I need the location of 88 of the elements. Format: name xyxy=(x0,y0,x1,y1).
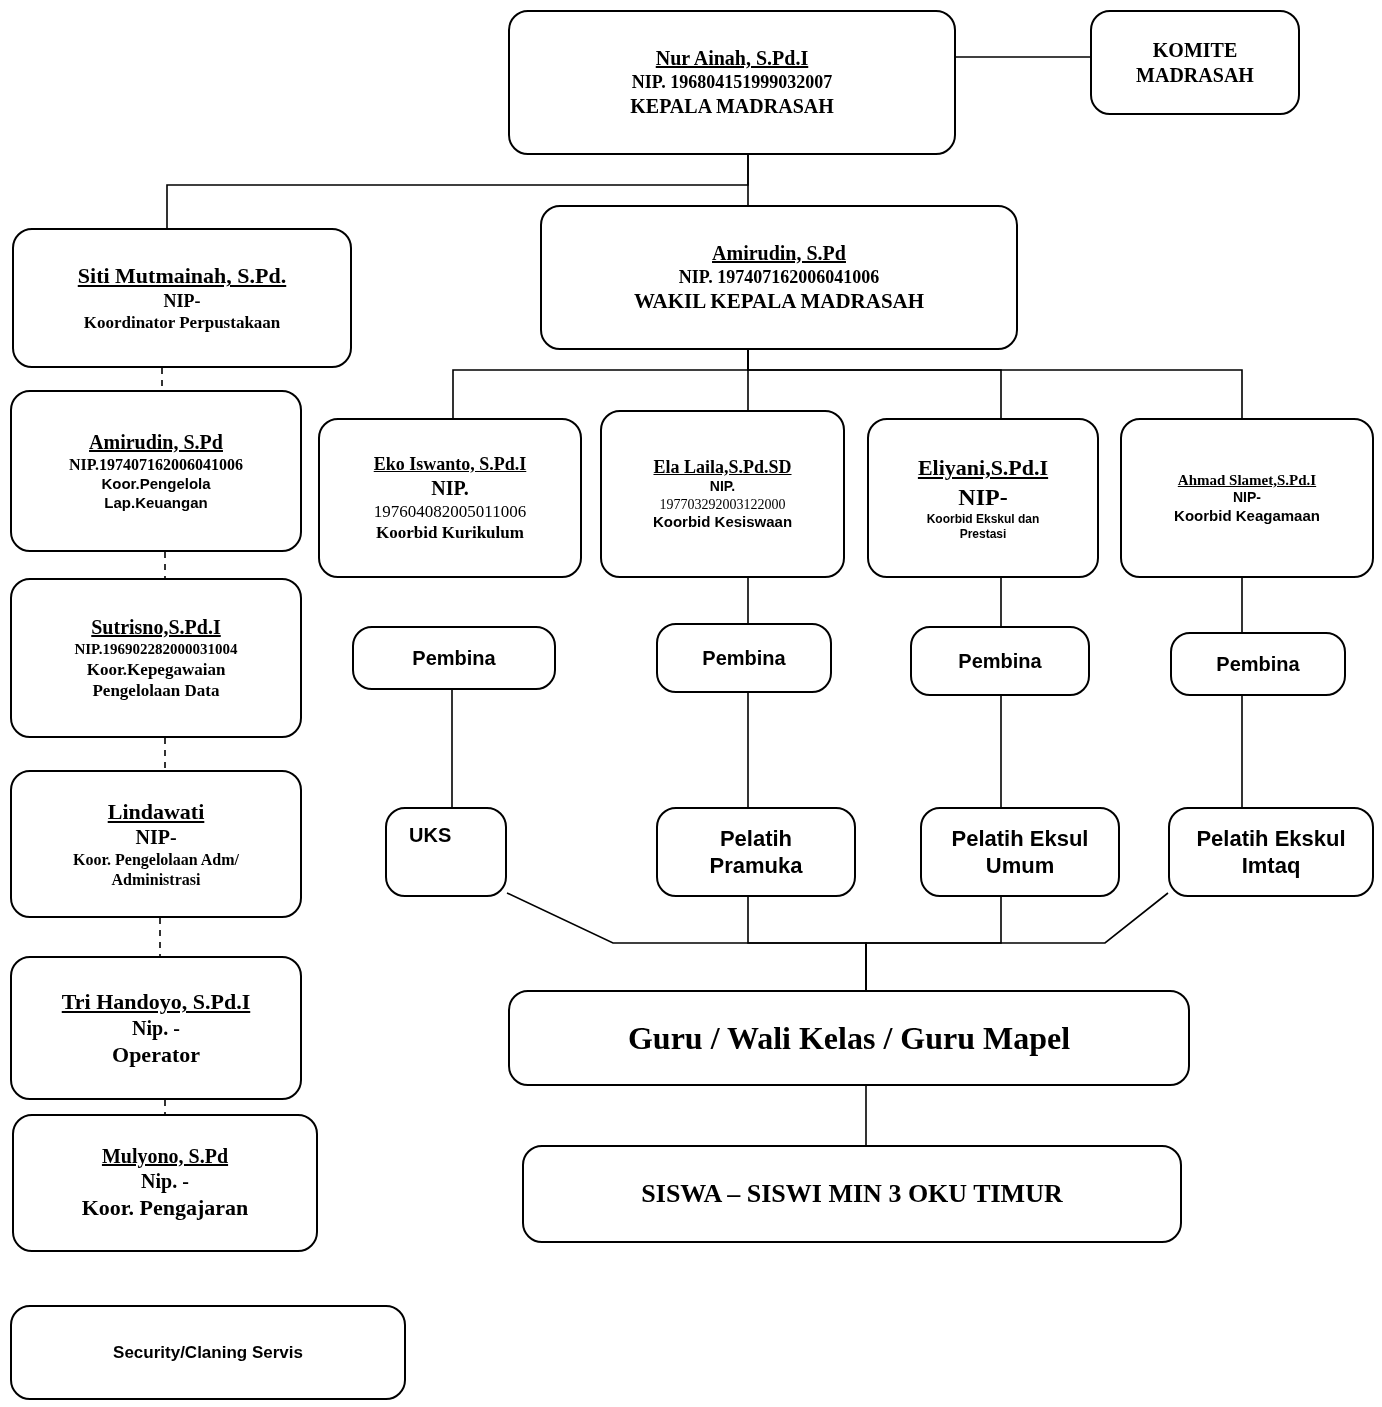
position-box xyxy=(318,418,582,578)
connector-line xyxy=(164,1099,166,1115)
id-number: NIP. xyxy=(431,475,469,501)
role-title: Pelatih Eksul Umum xyxy=(950,824,1090,880)
person-name: Mulyono, S.Pd xyxy=(101,1144,229,1170)
role-title: Pelatih Ekskul Imtaq xyxy=(1195,824,1347,880)
role-title: Koor.Pengelola Lap.Keuangan xyxy=(100,474,212,513)
id-number: NIP- xyxy=(958,482,1008,512)
id-number: NIP.197407162006041006 xyxy=(68,454,244,475)
position-box xyxy=(12,228,352,368)
person-name: Lindawati xyxy=(107,797,205,826)
id-number: NIP- xyxy=(1233,489,1261,507)
person-name: Nur Ainah, S.Pd.I xyxy=(655,46,809,72)
position-box xyxy=(910,626,1090,696)
id-number: NIP- xyxy=(163,289,201,313)
connector-line xyxy=(865,1085,867,1146)
connector-line xyxy=(451,689,453,808)
role-title: Koorbid Ekskul dan Prestasi xyxy=(925,511,1041,542)
connector-line xyxy=(747,577,749,624)
connector-line xyxy=(955,56,1091,58)
position-box xyxy=(540,205,1018,350)
role-title: Koorbid Keagamaan xyxy=(1174,506,1320,526)
person-name: Eliyani,S.Pd.I xyxy=(917,454,1049,482)
position-box xyxy=(10,578,302,738)
id-number: NIP. xyxy=(709,478,736,496)
role-title: Pembina xyxy=(702,645,786,671)
role-title: Pembina xyxy=(412,645,496,671)
position-box xyxy=(1120,418,1374,578)
connector-line xyxy=(1000,577,1002,627)
position-box xyxy=(10,390,302,552)
connector-line xyxy=(164,551,166,579)
person-name: Eko Iswanto, S.Pd.I xyxy=(373,453,527,476)
person-name: Siti Mutmainah, S.Pd. xyxy=(77,262,287,290)
connector-line xyxy=(1241,577,1243,633)
connector-line xyxy=(1241,695,1243,808)
connector-line xyxy=(1000,695,1002,808)
id-number: NIP- xyxy=(135,825,177,851)
position-box xyxy=(522,1145,1182,1243)
id-number: NIP. 197407162006041006 xyxy=(678,265,880,289)
connector-line xyxy=(747,154,749,206)
id-number: NIP.196902282000031004 xyxy=(74,639,238,659)
role-title: Operator xyxy=(112,1040,200,1068)
position-box xyxy=(508,10,956,155)
position-box xyxy=(1170,632,1346,696)
position-box xyxy=(10,956,302,1100)
role-title: Koorbid Kesiswaan xyxy=(652,513,793,533)
position-box xyxy=(385,807,507,897)
person-name: Sutrisno,S.Pd.I xyxy=(91,614,221,640)
role-title: Pembina xyxy=(1216,651,1300,677)
id-number: 197604082005011006 xyxy=(373,500,527,522)
position-box xyxy=(10,770,302,918)
id-number: NIP. 196804151999032007 xyxy=(631,71,833,94)
id-number: 197703292003122000 xyxy=(659,495,786,514)
position-box xyxy=(600,410,845,578)
person-name: Amirudin, S.Pd xyxy=(712,240,846,266)
person-name: Tri Handoyo, S.Pd.I xyxy=(61,988,251,1016)
role-title: KOMITE MADRASAH xyxy=(1135,37,1255,88)
role-title: Guru / Wali Kelas / Guru Mapel xyxy=(627,1019,1071,1058)
person-name: Ela Laila,S.Pd.SD xyxy=(653,455,792,479)
position-box xyxy=(12,1114,318,1252)
role-title: Security/Claning Servis xyxy=(113,1341,303,1364)
role-title: SISWA – SISWI MIN 3 OKU TIMUR xyxy=(641,1177,1063,1210)
id-number: Nip. - xyxy=(132,1015,180,1041)
role-title: Koor. Pengajaran xyxy=(81,1194,249,1222)
connector-line xyxy=(159,917,161,957)
connector-line xyxy=(747,692,749,808)
role-title: Pembina xyxy=(958,648,1042,674)
position-box xyxy=(10,1305,406,1400)
role-title: Koor. Pengelolaan Adm/ Administrasi xyxy=(71,850,241,891)
person-name: Amirudin, S.Pd xyxy=(89,429,223,455)
role-title: KEPALA MADRASAH xyxy=(630,93,834,119)
position-box xyxy=(920,807,1120,897)
role-title: Koorbid Kurikulum xyxy=(376,521,524,543)
position-box xyxy=(1090,10,1300,115)
position-box xyxy=(656,807,856,897)
role-title: Pelatih Pramuka xyxy=(708,824,804,880)
position-box xyxy=(1168,807,1374,897)
position-box xyxy=(656,623,832,693)
person-name: Ahmad Slamet,S.Pd.I xyxy=(1177,470,1317,490)
connector-line xyxy=(164,737,166,771)
role-title: WAKIL KEPALA MADRASAH xyxy=(633,288,925,315)
position-box xyxy=(867,418,1099,578)
position-box xyxy=(508,990,1190,1086)
role-title: Koordinator Perpustakaan xyxy=(83,312,281,334)
id-number: Nip. - xyxy=(141,1169,189,1195)
position-box xyxy=(352,626,556,690)
role-title: Koor.Kepegawaian Pengelolaan Data xyxy=(85,658,227,702)
role-title: UKS xyxy=(409,823,452,848)
